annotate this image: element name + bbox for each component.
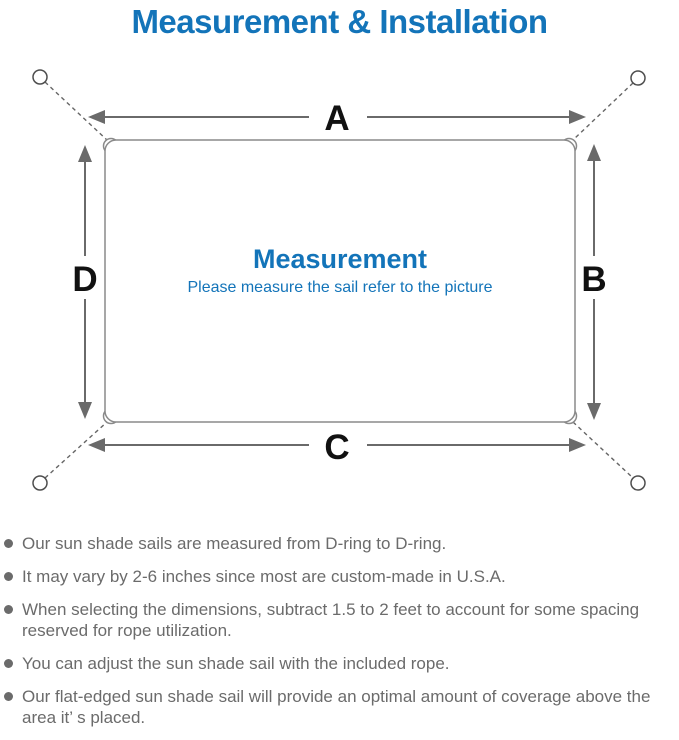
bullet-dot-icon xyxy=(4,539,13,548)
bullet-dot-icon xyxy=(4,572,13,581)
note-text: Our sun shade sails are measured from D-… xyxy=(22,534,447,553)
note-text: You can adjust the sun shade sail with t… xyxy=(22,654,450,673)
note-text: It may vary by 2-6 inches since most are… xyxy=(22,567,506,586)
rope-dashed-line xyxy=(572,421,634,479)
note-item: When selecting the dimensions, subtract … xyxy=(4,599,670,641)
anchor-ring-icon xyxy=(32,475,48,491)
bullet-dot-icon xyxy=(4,692,13,701)
anchor-ring-icon xyxy=(32,69,48,85)
rope-dashed-line xyxy=(44,81,108,141)
note-item: Our flat-edged sun shade sail will provi… xyxy=(4,686,670,728)
diagram-center-heading: Measurement xyxy=(253,244,427,274)
dimension-arrow-c xyxy=(88,438,586,452)
note-item: Our sun shade sails are measured from D-… xyxy=(4,533,670,554)
dimension-label-a: A xyxy=(324,99,349,138)
diagram-center-subheading: Please measure the sail refer to the pic… xyxy=(187,279,492,296)
dimension-arrow-a xyxy=(88,110,586,124)
bullet-dot-icon xyxy=(4,605,13,614)
dimension-arrow-d xyxy=(78,145,92,419)
note-item: It may vary by 2-6 inches since most are… xyxy=(4,566,670,587)
shade-sail-outline xyxy=(104,139,576,423)
note-text: Our flat-edged sun shade sail will provi… xyxy=(22,687,651,727)
note-text: When selecting the dimensions, subtract … xyxy=(22,600,640,640)
bullet-dot-icon xyxy=(4,659,13,668)
rope-dashed-line xyxy=(44,421,108,479)
dimension-arrow-b xyxy=(587,144,601,420)
dimension-label-b: B xyxy=(581,260,606,299)
note-item: You can adjust the sun shade sail with t… xyxy=(4,653,670,674)
rope-dashed-line xyxy=(572,82,634,141)
page-title: Measurement & Installation xyxy=(131,3,548,40)
dimension-label-c: C xyxy=(324,428,349,467)
dimension-label-d: D xyxy=(72,260,97,299)
anchor-ring-icon xyxy=(630,475,646,491)
notes-list: Our sun shade sails are measured from D-… xyxy=(4,533,670,740)
anchor-ring-icon xyxy=(630,70,646,86)
